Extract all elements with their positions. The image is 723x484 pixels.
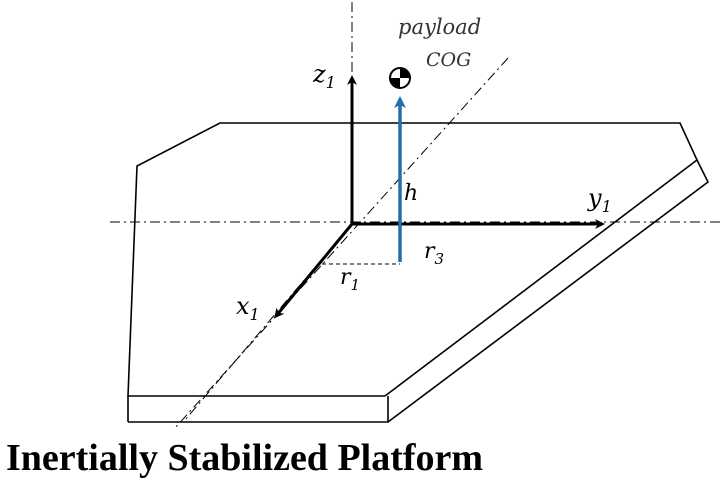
diagram-caption: Inertially Stabilized Platform bbox=[6, 437, 484, 479]
x-axis-label: x1 bbox=[236, 292, 260, 324]
centerlines bbox=[110, 2, 720, 429]
center-of-gravity-icon bbox=[389, 67, 411, 89]
coordinate-axes bbox=[274, 75, 605, 319]
y-axis-label: y1 bbox=[587, 184, 612, 216]
platform-plate bbox=[127, 122, 710, 423]
r1-label: r1 bbox=[340, 265, 360, 294]
height-label: h bbox=[404, 181, 418, 206]
r3-label: r3 bbox=[424, 239, 444, 268]
x-axis bbox=[274, 223, 354, 319]
payload-label-line2: COG bbox=[426, 49, 471, 71]
plate-side-face bbox=[387, 159, 710, 423]
plate-front-face bbox=[128, 396, 389, 423]
payload-label-line1: payload bbox=[398, 15, 481, 39]
z-axis-label: z1 bbox=[312, 60, 336, 92]
